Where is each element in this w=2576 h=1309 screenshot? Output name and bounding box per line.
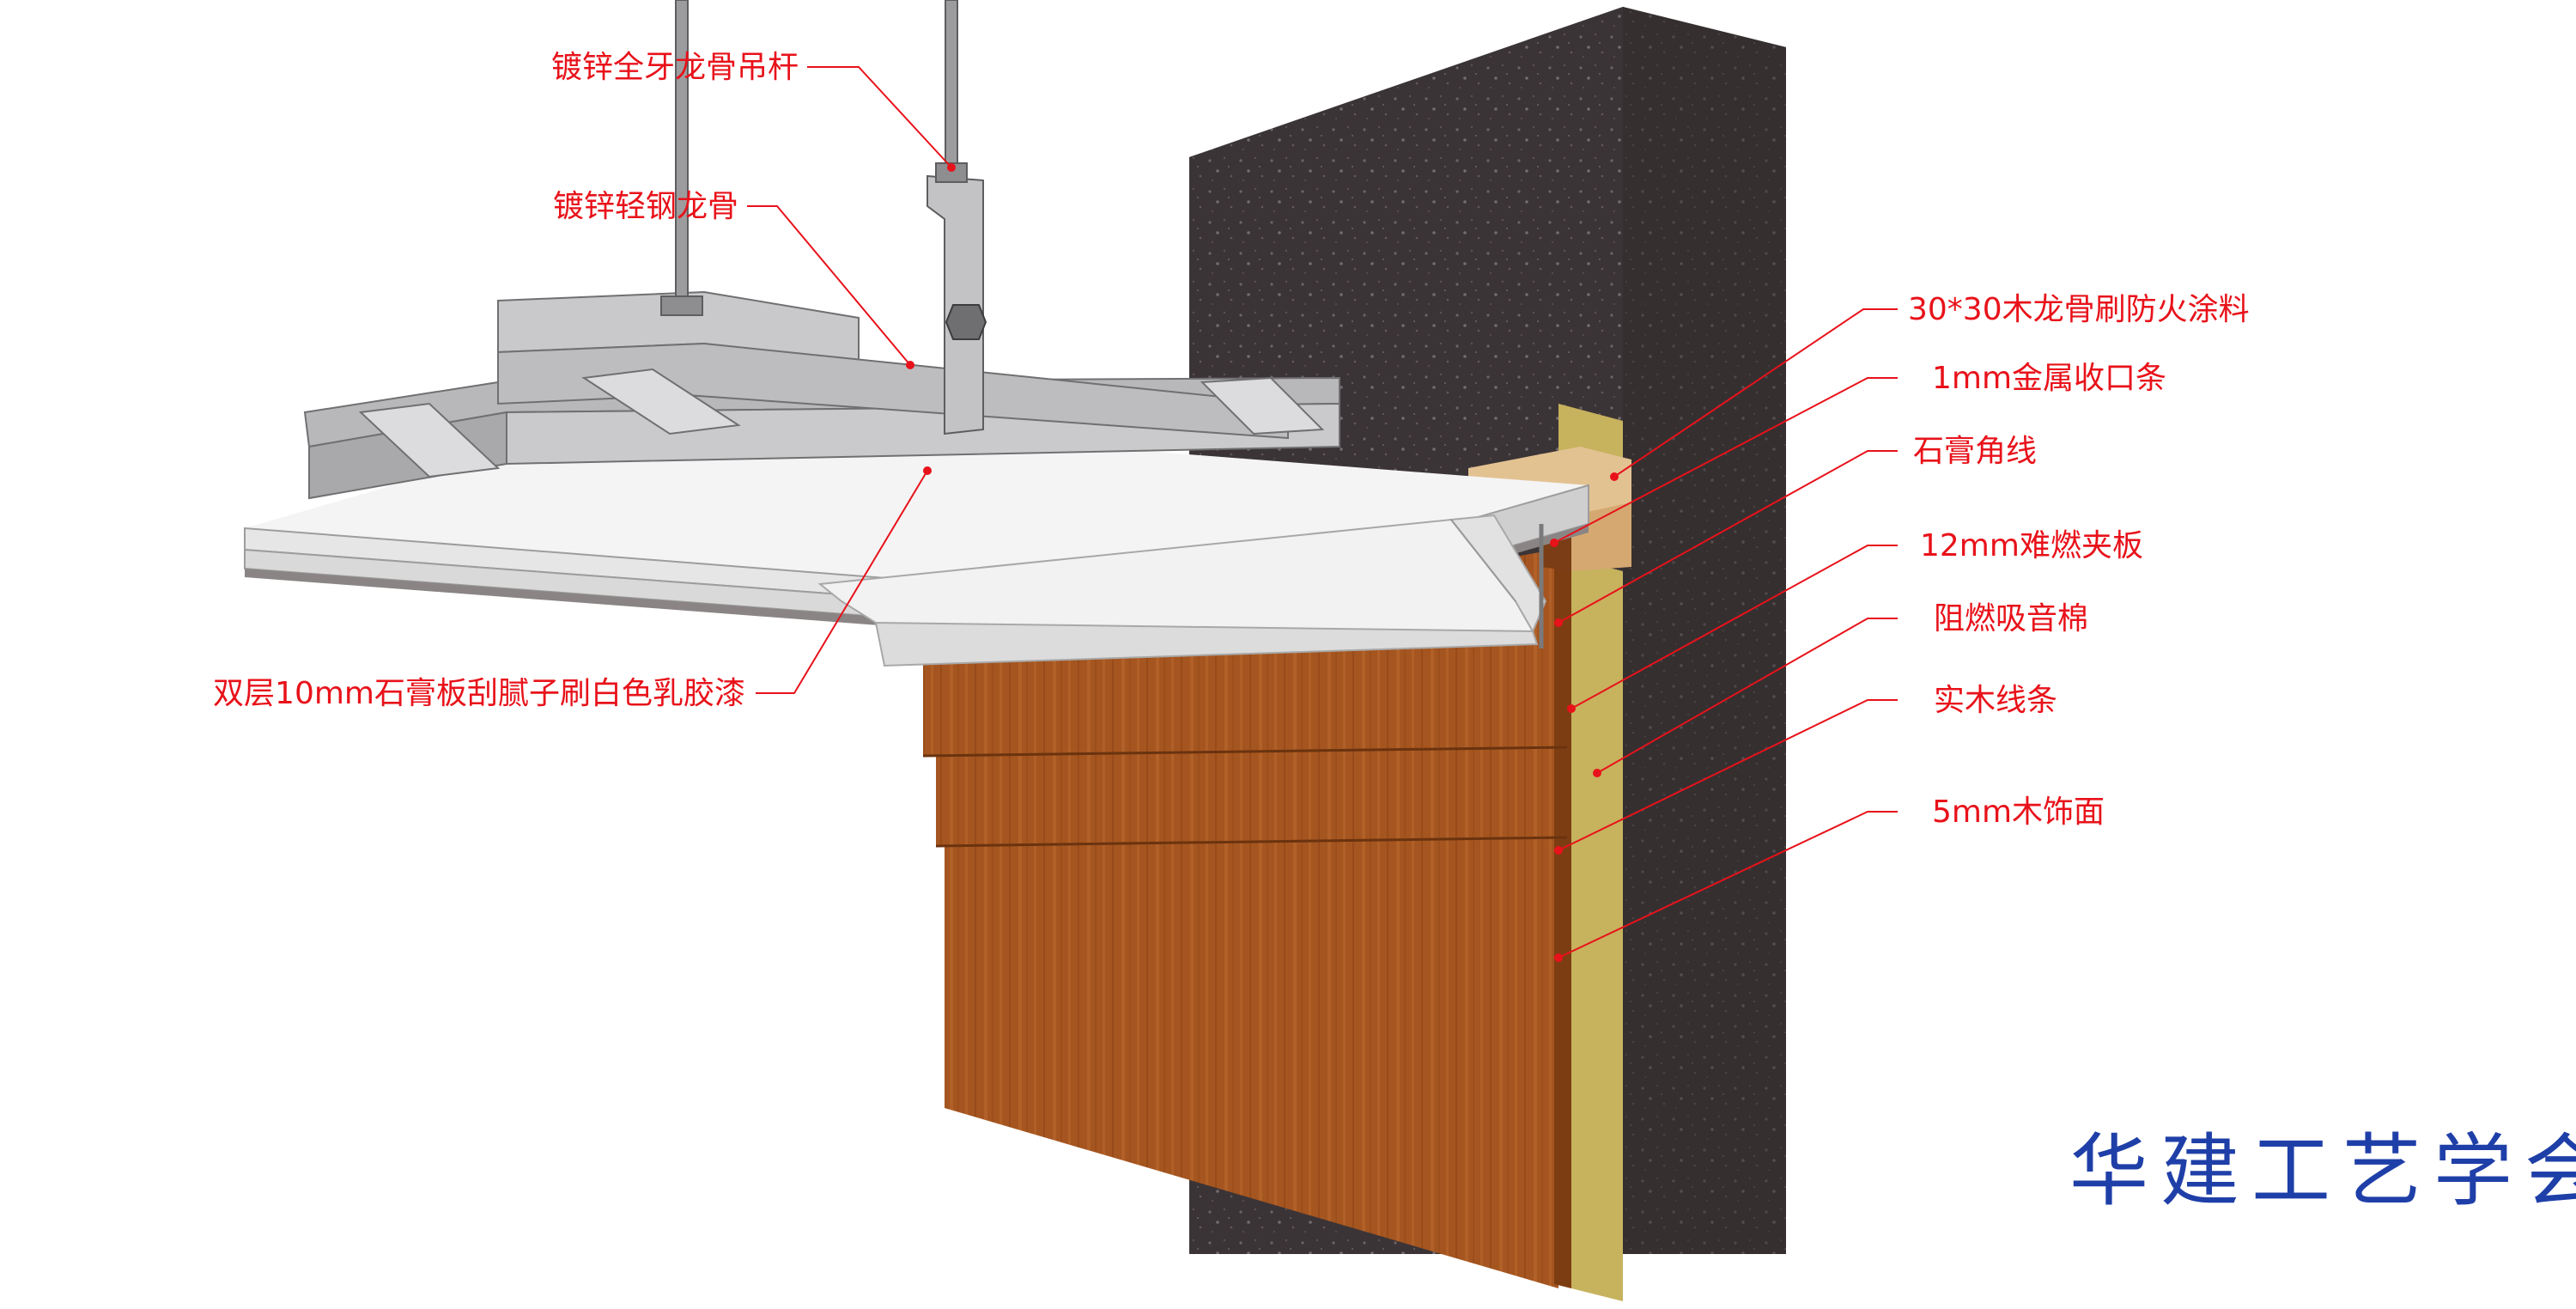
label-cornice: 石膏角线 bbox=[1913, 434, 2037, 469]
leader-cornice bbox=[1558, 450, 1898, 624]
leader-gypsum bbox=[756, 470, 928, 694]
leader-veneer bbox=[1558, 811, 1898, 959]
label-fire-board: 12mm难燃夹板 bbox=[1920, 528, 2143, 563]
callout-labels: 镀锌全牙龙骨吊杆 镀锌轻钢龙骨 双层10mm石膏板刮腻子刷白色乳胶漆 30*30… bbox=[213, 50, 2250, 830]
leader-sound-wool bbox=[1596, 618, 1898, 774]
leader-fire-board bbox=[1571, 545, 1898, 709]
label-keel: 镀锌轻钢龙骨 bbox=[553, 189, 738, 224]
label-gypsum-double: 双层10mm石膏板刮腻子刷白色乳胶漆 bbox=[213, 676, 745, 711]
hanger-rods bbox=[660, 0, 987, 435]
leader-endpoints bbox=[906, 163, 1619, 962]
leader-wood-keel bbox=[1613, 308, 1898, 478]
leader-metal-strip bbox=[1553, 377, 1898, 544]
label-veneer: 5mm木饰面 bbox=[1932, 795, 2105, 830]
label-solid-wood: 实木线条 bbox=[1934, 683, 2057, 718]
brand-watermark: 华建工艺学会 bbox=[2069, 1125, 2576, 1217]
gypsum-cornice bbox=[817, 514, 1547, 667]
leader-rod bbox=[807, 66, 952, 168]
light-steel-keel bbox=[303, 290, 1340, 500]
label-wood-keel: 30*30木龙骨刷防火涂料 bbox=[1908, 292, 2250, 327]
leader-solid-wood bbox=[1558, 699, 1898, 851]
label-rod: 镀锌全牙龙骨吊杆 bbox=[551, 50, 799, 85]
label-metal-strip: 1mm金属收口条 bbox=[1932, 361, 2166, 396]
leader-lines bbox=[747, 66, 1898, 959]
leader-keel bbox=[747, 205, 911, 366]
label-sound-wool: 阻燃吸音棉 bbox=[1934, 601, 2088, 636]
